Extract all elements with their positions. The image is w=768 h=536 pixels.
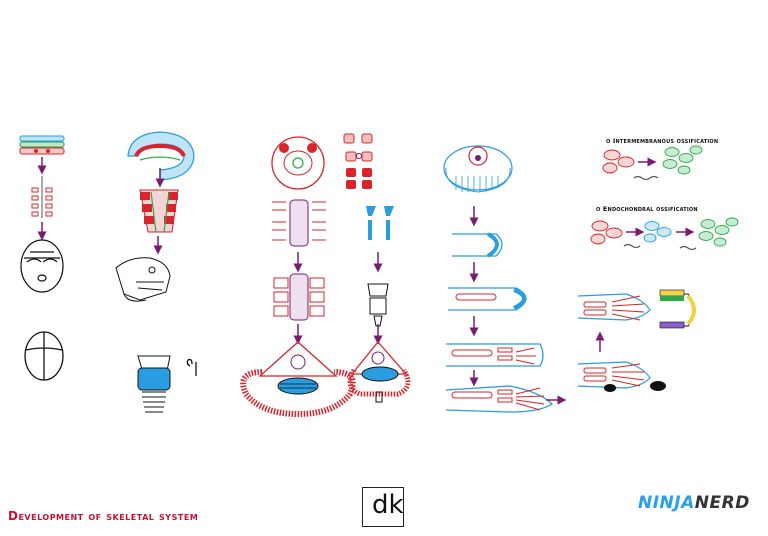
bone-matrix-1 — [634, 177, 658, 180]
limb-bud-stage-2 — [448, 288, 526, 310]
pharyngeal-arches — [140, 190, 178, 232]
growth-plate-diagram — [660, 290, 695, 328]
brand-nerd: NERD — [695, 493, 750, 513]
somite-block-1 — [272, 200, 326, 246]
limb-bud-stage-3 — [446, 344, 543, 366]
osteoblast-cells-1 — [663, 146, 702, 174]
hand-bones-upper — [578, 294, 650, 320]
column-vertebra — [243, 137, 353, 414]
blue-mesenchyme — [366, 206, 394, 240]
column-hand — [578, 290, 695, 392]
somite-block-2 — [274, 274, 324, 320]
bone-matrix-2 — [624, 245, 640, 248]
vertebral-column — [32, 176, 52, 218]
skull-lateral-jaw — [116, 258, 170, 301]
mesenchyme-cells-1 — [603, 150, 634, 173]
skull-front — [21, 240, 63, 292]
column-sclerotome — [344, 134, 408, 402]
limb-bud-stage-1 — [452, 234, 502, 256]
ninja-nerd-logo: NINJANERD — [638, 493, 750, 513]
brand-ninja: NINJA — [638, 493, 695, 513]
vertebra-body-section — [350, 342, 408, 402]
hyoid-icon — [187, 360, 196, 377]
intramembranous-label: o Intermembranous ossification — [606, 137, 718, 145]
somite-layers — [20, 136, 64, 154]
endochondral-ossification-row — [591, 218, 738, 250]
hand-bones-lower — [578, 362, 666, 392]
skull-top-view — [25, 332, 63, 380]
sclerotome-blocks — [344, 134, 372, 189]
neural-tube-section — [272, 137, 324, 189]
chondrocyte-cells — [644, 222, 671, 243]
column-pharyngeal — [116, 132, 196, 412]
limb-bud-section — [444, 146, 512, 192]
endochondral-label: o Endochondral ossification — [596, 205, 698, 213]
intramembranous-ossification-row — [603, 146, 702, 180]
larynx-trachea — [138, 356, 170, 412]
page-title: Development of skeletal system — [8, 509, 198, 523]
column-axial-skull — [20, 136, 64, 380]
single-vertebra — [368, 284, 388, 326]
embryo-cross-section — [128, 132, 194, 180]
column-limb — [444, 146, 562, 412]
mesenchyme-cells-2 — [591, 221, 622, 244]
bone-matrix-3 — [680, 247, 696, 250]
vertebra-with-ribs — [243, 342, 353, 414]
dk-logo: dk — [372, 490, 404, 520]
osteoblast-cells-2 — [699, 218, 738, 246]
limb-bud-stage-4 — [446, 386, 552, 412]
